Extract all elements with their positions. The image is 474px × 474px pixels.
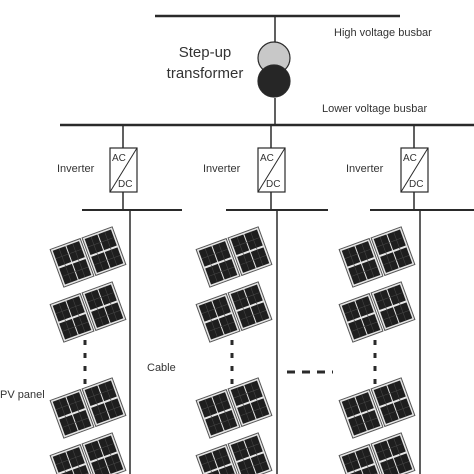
inverter-1-label: Inverter [57, 163, 95, 175]
pv-panel-label: PV panel [0, 389, 45, 401]
transformer-icon [257, 41, 291, 98]
inverter-icon [109, 147, 138, 193]
solar-panel-icon [50, 282, 126, 342]
solar-panel-icon [339, 227, 415, 287]
solar-panel-icon [196, 227, 272, 287]
branch-1: AC DC Inverter [50, 125, 182, 474]
inverter-3-label: Inverter [346, 163, 384, 175]
solar-panel-icon [196, 433, 272, 474]
transformer-label-line1: Step-up [179, 44, 232, 61]
inverter-2-dc-label: DC [266, 179, 280, 190]
inverter-1-ac-label: AC [112, 153, 126, 164]
solar-panel-icon [196, 378, 272, 438]
solar-panel-icon [339, 282, 415, 342]
branch-2: AC DC Inverter [196, 125, 328, 474]
branch-3: AC DC Inverter [339, 125, 474, 474]
solar-panel-icon [339, 433, 415, 474]
transformer-label-line2: transformer [167, 65, 244, 82]
inverter-1-dc-label: DC [118, 179, 132, 190]
cable-label: Cable [147, 362, 176, 374]
inverter-3-dc-label: DC [409, 179, 423, 190]
inverter-icon [400, 147, 429, 193]
lower-voltage-busbar-label: Lower voltage busbar [322, 103, 428, 115]
solar-panel-icon [50, 227, 126, 287]
solar-panel-icon [339, 378, 415, 438]
high-voltage-busbar-label: High voltage busbar [334, 27, 432, 39]
solar-panel-icon [196, 282, 272, 342]
solar-panel-icon [50, 378, 126, 438]
inverter-2-label: Inverter [203, 163, 241, 175]
inverter-3-ac-label: AC [403, 153, 417, 164]
solar-panel-icon [50, 433, 126, 474]
inverter-2-ac-label: AC [260, 153, 274, 164]
